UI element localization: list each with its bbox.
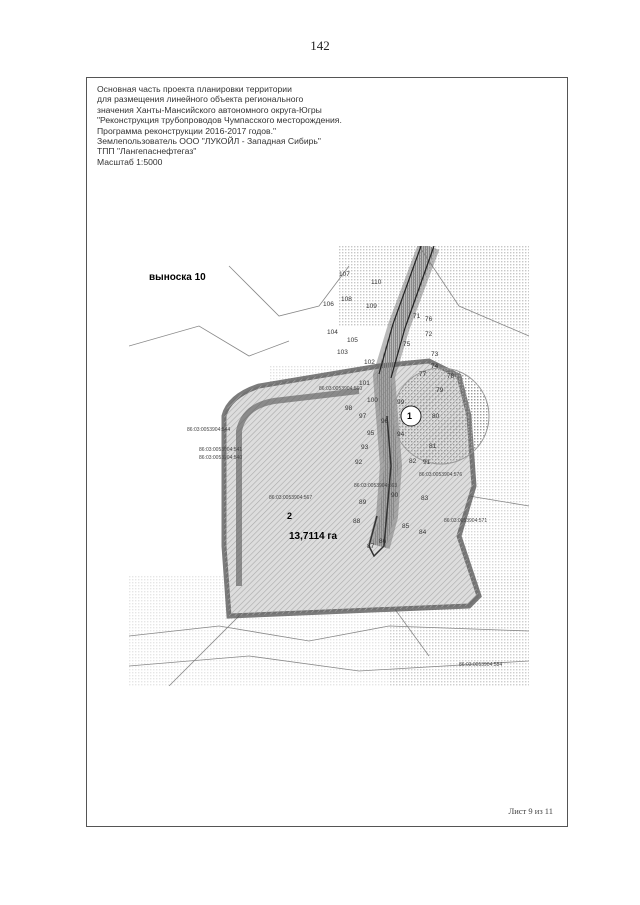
title-line: Землепользователь ООО "ЛУКОЙЛ - Западная…	[97, 136, 321, 147]
area-label: 13,7114 га	[289, 531, 338, 542]
point-label: 71	[413, 313, 421, 320]
point-label: 102	[364, 359, 375, 366]
point-label: 81	[429, 443, 437, 450]
point-label: 97	[359, 413, 367, 420]
point-label: 86	[379, 538, 387, 545]
point-label: 93	[361, 444, 369, 451]
point-label: 106	[323, 301, 334, 308]
pipeline-corridor	[368, 246, 440, 558]
parcel-number-1: 1	[407, 411, 412, 421]
point-label: 92	[355, 459, 363, 466]
cadastral-label: 86:03:0053904:540	[199, 455, 242, 461]
page-number: 142	[310, 38, 330, 53]
point-label: 95	[367, 430, 375, 437]
cadastral-label: 86:03:0053904:541	[199, 447, 242, 453]
point-label: 82	[409, 458, 417, 465]
sheet-label: Лист 9 из 11	[508, 806, 553, 816]
point-label: 89	[359, 499, 367, 506]
title-line: значения Ханты-Мансийского автономного о…	[97, 104, 322, 115]
point-label: 72	[425, 331, 433, 338]
point-label: 108	[341, 296, 352, 303]
title-line: для размещения линейного объекта региона…	[97, 94, 304, 105]
point-label: 109	[366, 303, 377, 310]
point-label: 99	[397, 399, 405, 406]
drawing-frame: Основная часть проекта планировки террит…	[86, 77, 568, 827]
cadastral-label: 86:03:0053904:584	[459, 662, 502, 668]
title-line: "Реконструкция трубопроводов Чумпасского…	[97, 115, 342, 126]
inner-curve	[236, 388, 360, 586]
point-label: 83	[421, 495, 429, 502]
point-label: 105	[347, 337, 358, 344]
point-label: 80	[432, 413, 440, 420]
title-line: ТПП "Лангепаснефтегаз"	[97, 146, 197, 157]
point-label: 90	[391, 492, 399, 499]
point-label: 87	[367, 543, 375, 550]
point-label: 110	[371, 279, 382, 286]
point-label: 94	[397, 431, 405, 438]
point-label: 75	[403, 341, 411, 348]
point-label: 101	[359, 380, 370, 387]
planning-map: выноска 10 1 2 13,7114 га 107 110 108 10…	[129, 246, 529, 686]
point-label: 96	[381, 418, 389, 425]
title-line: Основная часть проекта планировки террит…	[97, 84, 292, 94]
cadastral-label: 86:03:0053904:560	[319, 386, 362, 392]
point-label: 73	[431, 351, 439, 358]
cadastral-label: 86:03:0053904:567	[269, 495, 312, 501]
point-label: 107	[339, 271, 350, 278]
point-label: 78	[447, 373, 455, 380]
point-label: 88	[353, 518, 361, 525]
cadastral-label: 86:03:0053904:576	[419, 472, 462, 478]
point-label: 77	[419, 371, 427, 378]
point-label: 84	[419, 529, 427, 536]
cadastral-label: 86:03:0053904:544	[187, 427, 230, 433]
cadastral-label: 86:03:0053904:563	[354, 483, 397, 489]
point-label: 79	[436, 387, 444, 394]
cadastral-labels: 86:03:0053904:540 86:03:0053904:541 86:0…	[187, 386, 502, 668]
point-label: 104	[327, 329, 338, 336]
title-line: Программа реконструкции 2016-2017 годов.…	[97, 125, 277, 136]
callout-label: выноска 10	[149, 272, 206, 283]
point-label: 103	[337, 349, 348, 356]
point-label: 91	[423, 459, 431, 466]
point-label: 76	[425, 316, 433, 323]
point-label: 98	[345, 405, 353, 412]
cadastral-label: 86:03:0053904:571	[444, 518, 487, 524]
point-label: 74	[431, 363, 439, 370]
title-block: Основная часть проекта планировки террит…	[97, 84, 342, 167]
point-label: 85	[402, 523, 410, 530]
well-pad-circle	[392, 367, 490, 465]
well-pad-core	[400, 405, 422, 427]
title-line: Масштаб 1:5000	[97, 156, 163, 167]
point-label: 100	[367, 397, 378, 404]
point-number-labels: 107 110 108 106 109 104 105 103 102 101 …	[323, 271, 455, 550]
parcel-number-2: 2	[287, 511, 292, 521]
